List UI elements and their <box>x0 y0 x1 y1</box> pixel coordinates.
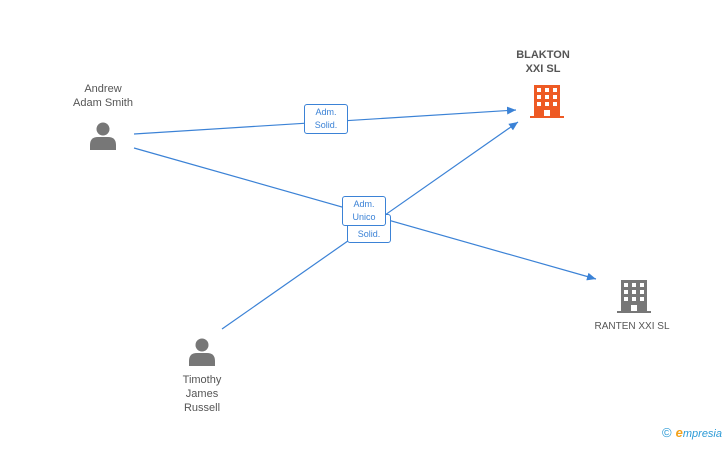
role-unico: Unico <box>352 212 376 222</box>
blakton-name-label: BLAKTON XXI SL <box>503 48 583 76</box>
role-badge-andrew-blakton[interactable]: Adm. Solid. <box>304 104 348 134</box>
blakton-name-line2: XXI SL <box>525 63 561 75</box>
brand-name: mpresia <box>682 428 722 440</box>
role-solid: Solid. <box>314 120 338 130</box>
brand-footer: © empresia <box>662 425 722 440</box>
brand-logo: empresia <box>676 425 722 440</box>
timothy-name-label: Timothy James Russell <box>162 373 242 415</box>
andrew-name-line2: Adam Smith <box>73 97 133 109</box>
andrew-name-line1: Andrew <box>84 83 122 95</box>
role-badge-andrew-ranten[interactable]: Adm. Unico <box>342 196 386 226</box>
role-solid: Solid. <box>357 229 381 239</box>
andrew-person-icon <box>90 122 116 150</box>
role-adm: Adm. <box>315 107 337 117</box>
ranten-name: RANTEN XXI SL <box>594 321 670 332</box>
role-adm: Adm. <box>353 199 375 209</box>
ranten-name-label: RANTEN XXI SL <box>584 320 680 334</box>
blakton-building-icon <box>530 85 564 118</box>
timothy-name-line1: Timothy <box>182 374 222 386</box>
brand-initial: e <box>675 425 683 440</box>
timothy-name-line3: Russell <box>183 402 221 414</box>
copyright-icon: © <box>662 425 672 440</box>
blakton-name-line1: BLAKTON <box>516 49 570 61</box>
timothy-name-line2: James <box>185 388 219 400</box>
ranten-building-icon <box>617 280 651 313</box>
timothy-person-icon <box>189 338 215 366</box>
andrew-name-label: Andrew Adam Smith <box>63 82 143 110</box>
